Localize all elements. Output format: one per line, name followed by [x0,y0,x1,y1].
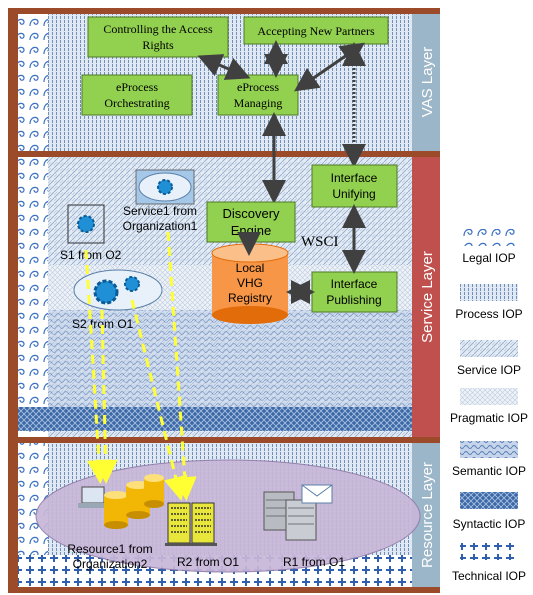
legend-semantic-label: Semantic IOP [452,464,526,478]
managing-line2: Managing [234,96,283,110]
separator-service-resource [18,437,412,443]
vas-layer-label: VAS Layer [419,47,436,118]
service-layer-label: Service Layer [419,251,436,343]
wsci-label: WSCI [301,234,339,250]
gear-icon [124,276,140,292]
legend-item-pragmatic: Pragmatic IOP [450,388,528,425]
resource1-group [78,474,164,529]
legend-item-technical: Technical IOP [452,543,526,583]
vas-arrows [197,40,366,204]
s1-label: S1 from O2 [60,248,122,262]
legend-item-semantic: Semantic IOP [452,441,526,478]
gear-icon [93,279,119,305]
legend-item-legal: Legal IOP [460,229,518,265]
registry-connector [244,236,254,242]
legend-item-service: Service IOP [457,340,521,377]
database-icon [144,474,164,508]
r2-group [165,502,217,546]
legend-item-process: Process IOP [455,284,523,321]
registry-line2: VHG [237,276,263,290]
controlling-line2: Rights [142,38,174,52]
unifying-line1: Interface [331,171,378,185]
discovery-line2: Engine [231,223,271,238]
interface-unifying-box: Interface Unifying [311,164,398,208]
s2-label: S2 from O1 [72,317,134,331]
controlling-access-rights-box: Controlling the Access Rights [87,16,229,58]
service1-line1: Service1 from [123,204,197,218]
database-icon [104,491,128,529]
building-icon [191,502,215,544]
r1-label: R1 from O1 [283,555,345,569]
interface-publishing-box: Interface Publishing [311,271,398,313]
discovery-line1: Discovery [222,206,280,221]
accepting-new-partners-box: Accepting New Partners [243,16,389,45]
legend-process-label: Process IOP [455,307,522,321]
building-icon [167,502,191,544]
legend-item-syntactic: Syntactic IOP [453,492,526,531]
legend-pragmatic-label: Pragmatic IOP [450,411,528,425]
publishing-line2: Publishing [326,293,381,307]
separator-vas-service [18,151,412,157]
s2-cloud [73,269,163,311]
local-vhg-registry: Local VHG Registry [211,243,289,324]
binding-arrows [84,231,197,501]
publishing-line1: Interface [331,277,378,291]
registry-line3: Registry [228,291,272,305]
service1-cloud [135,169,195,205]
managing-line1: eProcess [237,80,279,94]
orchestrating-line1: eProcess [116,80,158,94]
r1-group [263,484,333,541]
resource-layer-label: Resource Layer [419,462,436,568]
orchestrating-line2: Orchestrating [104,96,169,110]
eprocess-managing-box: eProcess Managing [217,74,299,116]
legend: Legal IOP Process IOP Service IOP Pragma… [450,229,528,583]
envelope-icon [301,484,333,504]
server-icon [285,499,317,541]
resource1-line1: Resource1 from [67,542,152,556]
gear-icon [157,179,173,195]
accepting-label: Accepting New Partners [257,24,375,38]
legend-legal-label: Legal IOP [462,251,515,265]
registry-line1: Local [236,261,265,275]
computer-icon [81,486,105,504]
gear-icon [77,215,95,233]
vas-layer-band [412,14,440,151]
legend-technical-label: Technical IOP [452,569,526,583]
resource1-line2: Organization2 [73,557,148,571]
r2-label: R2 from O1 [177,555,239,569]
service1-line2: Organization1 [123,219,198,233]
legend-syntactic-label: Syntactic IOP [453,517,526,531]
controlling-line1: Controlling the Access [103,22,213,36]
s1-service-box [67,204,105,244]
legend-service-label: Service IOP [457,363,521,377]
eprocess-orchestrating-box: eProcess Orchestrating [81,74,193,116]
unifying-line2: Unifying [332,187,375,201]
service-layer-band [412,157,440,437]
